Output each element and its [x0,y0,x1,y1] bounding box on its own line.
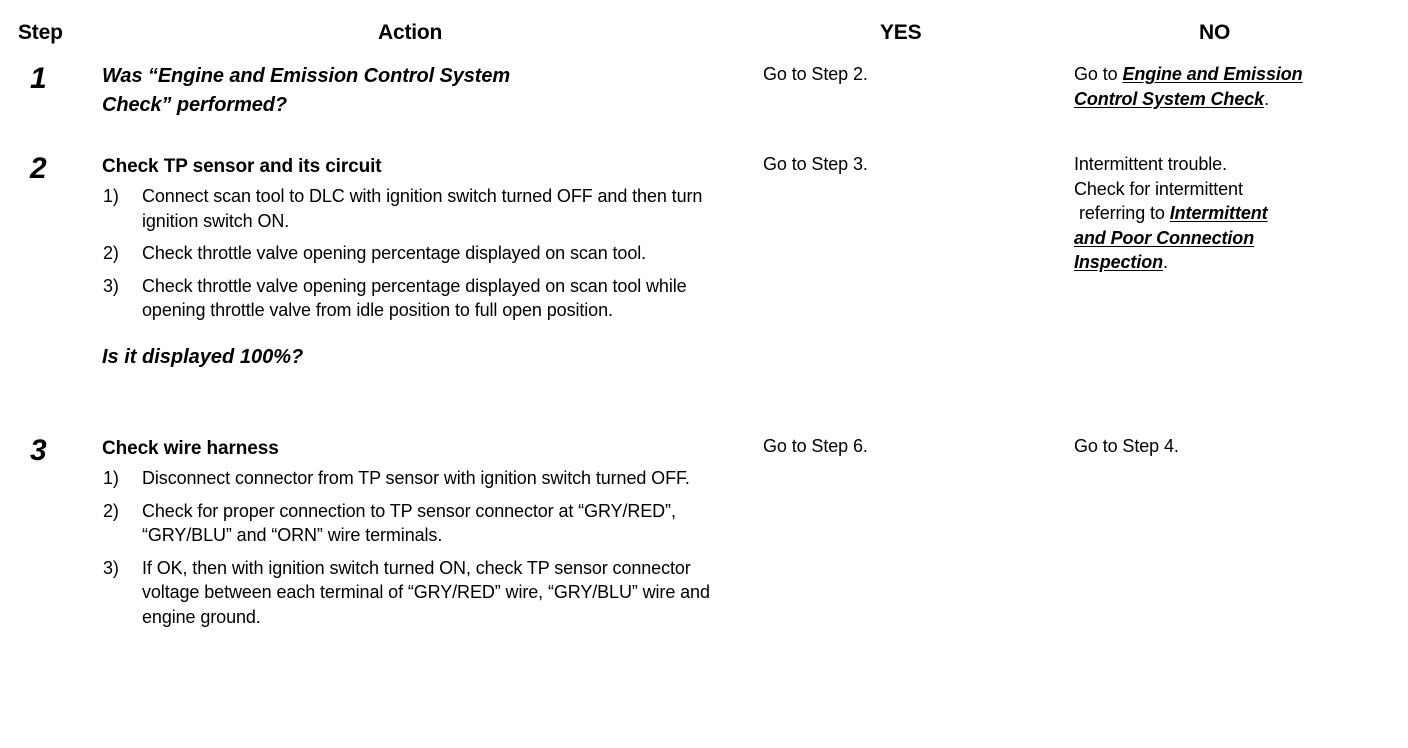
action-substep-list: 1) Disconnect connector from TP sensor wi… [102,466,752,629]
list-marker: 2) [103,243,119,263]
list-marker: 2) [103,500,119,521]
list-item-text: If OK, then with ignition switch turned … [142,557,710,627]
list-item-text: Connect scan tool to DLC with ignition s… [142,186,703,231]
list-item: 2) Check throttle valve opening percentag… [102,241,752,266]
list-marker: 1) [103,468,119,488]
action-substep-list: 1) Connect scan tool to DLC with ignition… [102,184,752,323]
no-text-line-2: Check for intermittent [1074,178,1243,199]
no-text-line-4: and Poor Connection [1074,226,1404,251]
yes-cell: Go to Step 6. [763,434,1063,459]
yes-cell: Go to Step 3. [763,152,1063,177]
no-cell: Intermittent trouble. Check for intermit… [1074,152,1404,275]
list-marker: 3) [103,275,119,296]
action-question: Is it displayed 100%? [102,345,304,368]
list-marker: 3) [103,557,119,578]
list-marker: 1) [103,186,119,206]
no-tail-text: . [1163,252,1168,272]
step-number-cell: 1 [30,62,90,96]
action-title: Check wire harness [102,438,279,459]
yes-text: Go to Step 6. [763,436,868,456]
reference-link-engine-emission-check-cont[interactable]: Control System Check [1074,88,1265,109]
action-cell: Check wire harness 1) Disconnect connecto… [102,434,752,629]
no-lead-text: Go to [1074,64,1123,84]
reference-link-intermittent-poor-connection-end[interactable]: Inspection [1074,252,1164,272]
list-item: 3) If OK, then with ignition switch turne… [102,556,752,630]
yes-cell: Go to Step 2. [763,62,1063,87]
column-header-action: Action [378,21,443,44]
no-text: Intermittent trouble. Check for intermit… [1074,152,1404,275]
action-title-line-1: Was “Engine and Emission Control System [102,65,511,87]
table-header-row: Step Action YES NO [0,14,1408,54]
no-text-line-5: Inspection. [1074,250,1404,275]
yes-text: Go to Step 2. [763,64,868,84]
step-number: 2 [30,152,47,185]
list-item: 1) Connect scan tool to DLC with ignition… [102,184,752,233]
reference-link-engine-emission-check[interactable]: Engine and Emission [1122,64,1303,84]
list-item-text: Disconnect connector from TP sensor with… [142,468,690,488]
step-number: 1 [30,62,47,95]
step-number: 3 [30,434,47,467]
reference-link-intermittent-poor-connection-cont[interactable]: and Poor Connection [1074,227,1255,248]
list-item-text: Check throttle valve opening percentage … [142,243,647,263]
reference-link-intermittent-poor-connection[interactable]: Intermittent [1169,203,1268,223]
no-text: Go to Engine and Emission Control System… [1074,62,1404,111]
no-cell: Go to Engine and Emission Control System… [1074,62,1404,111]
no-text: Go to Step 4. [1074,436,1179,456]
list-item: 1) Disconnect connector from TP sensor wi… [102,466,752,491]
no-cell: Go to Step 4. [1074,434,1404,459]
step-number-cell: 2 [30,152,90,186]
step-number-cell: 3 [30,434,90,468]
yes-text: Go to Step 3. [763,154,868,174]
action-title: Check TP sensor and its circuit [102,156,382,177]
action-title-line-2: Check” performed? [102,94,288,116]
list-item-text: Check throttle valve opening percentage … [142,275,687,321]
column-header-step: Step [18,21,63,44]
action-cell: Check TP sensor and its circuit 1) Connec… [102,152,752,372]
no-text-line-1: Go to Engine and Emission [1074,62,1404,87]
no-text-line-1: Intermittent trouble. [1074,154,1227,174]
no-text-line-2: Control System Check. [1074,87,1404,112]
no-lead-text: referring to [1079,203,1170,223]
column-header-no: NO [1199,21,1231,44]
list-item: 3) Check throttle valve opening percentag… [102,274,752,323]
no-tail-text: . [1264,88,1269,109]
no-text-line-3: referring to Intermittent [1074,201,1404,226]
list-item-text: Check for proper connection to TP sensor… [142,500,676,546]
list-item: 2) Check for proper connection to TP sens… [102,499,752,548]
column-header-yes: YES [880,21,922,44]
action-cell: Was “Engine and Emission Control System … [102,62,752,120]
